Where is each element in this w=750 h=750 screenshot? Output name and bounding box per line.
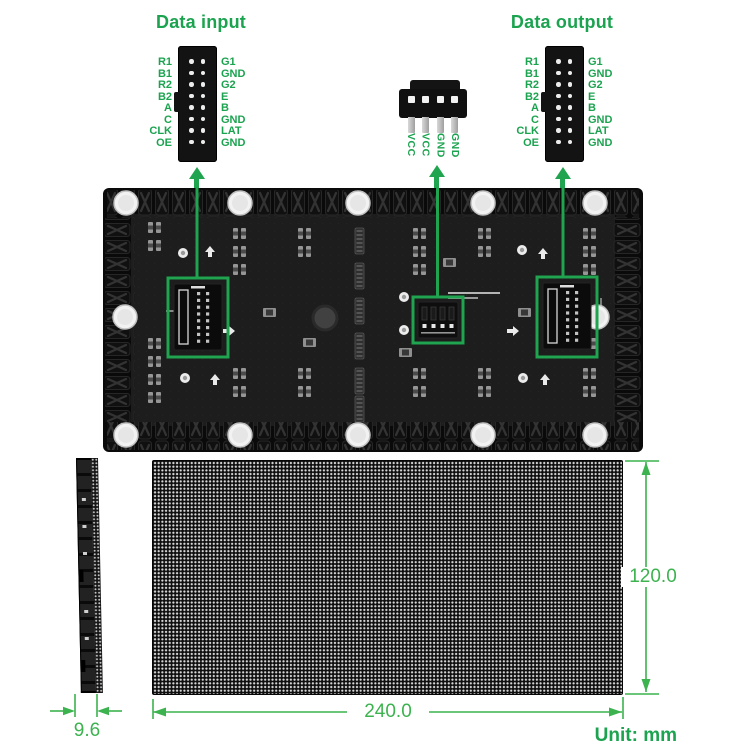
- pin-label: LAT: [588, 125, 609, 138]
- magnet-hole: [311, 304, 339, 332]
- power-back-connector: [417, 301, 459, 339]
- pin-label: B2: [157, 90, 172, 103]
- pin-label: G1: [221, 56, 236, 68]
- pin-label: R2: [524, 79, 539, 92]
- data-output-right-pin-labels: G1 GND G2 E B GND LAT GND: [588, 57, 642, 149]
- power-pointer-arrow-icon: [429, 165, 445, 177]
- thickness-dimension-label: 9.6: [60, 721, 114, 741]
- power-pin-labels: VCC VCC GND GND: [399, 133, 467, 179]
- data-output-left-pin-labels: R1 B1 R2 B2 A C CLK OE: [485, 57, 539, 149]
- pin-label: E: [221, 90, 229, 103]
- pin-label: GND: [221, 113, 246, 126]
- pin-label: OE: [523, 136, 539, 149]
- connector-key-notch: [174, 92, 179, 112]
- pin-label: E: [588, 90, 596, 103]
- pin-label: G1: [588, 56, 603, 68]
- power-pointer-stem: [433, 177, 439, 189]
- data-input-connector-icon: [174, 46, 217, 162]
- unit-label: Unit: mm: [594, 725, 677, 746]
- pin-label: OE: [156, 136, 172, 149]
- connector-key-notch: [541, 92, 546, 112]
- pin-dots: [556, 59, 572, 144]
- height-dimension-label: 120.0: [621, 567, 685, 587]
- pin-label: A: [164, 102, 172, 115]
- output-pointer-arrow-icon: [555, 167, 571, 179]
- power-connector-icon: [399, 89, 467, 118]
- width-dimension-label: 240.0: [347, 702, 429, 722]
- input-pointer-stem: [193, 178, 199, 190]
- pin-label: B2: [524, 90, 539, 103]
- led-matrix-front-view: [152, 460, 623, 695]
- pin-dots: [189, 59, 205, 144]
- hub75-output-connector: [542, 282, 592, 350]
- data-output-connector-icon: [541, 46, 584, 162]
- pin-label: CLK: [149, 125, 172, 138]
- pin-label: VCC: [405, 133, 417, 157]
- data-output-title: Data output: [510, 12, 614, 32]
- pin-label: CLK: [516, 125, 539, 138]
- pin-label: LAT: [221, 125, 242, 138]
- pin-label: VCC: [419, 133, 432, 157]
- pin-label: GND: [588, 67, 613, 80]
- pin-label: R1: [157, 56, 172, 68]
- power-connector-tab: [410, 80, 460, 90]
- pin-label: B: [221, 102, 229, 115]
- pin-label: G2: [588, 79, 603, 92]
- callout-highlights: [166, 188, 599, 359]
- pin-label: B: [588, 102, 596, 115]
- panel-side-view: [76, 458, 103, 693]
- data-input-title: Data input: [156, 12, 246, 32]
- pin-label: GND: [221, 67, 246, 80]
- pin-label: A: [531, 102, 539, 115]
- pin-label: C: [531, 113, 539, 126]
- pin-label: B1: [524, 67, 539, 80]
- data-input-left-pin-labels: R1 B1 R2 B2 A C CLK OE: [118, 57, 172, 149]
- input-pointer-arrow-icon: [189, 167, 205, 179]
- output-pointer-stem: [559, 178, 565, 190]
- pin-label: GND: [588, 136, 613, 149]
- pin-label: GND: [448, 133, 461, 158]
- pin-label: GND: [434, 133, 447, 158]
- pin-label: C: [164, 113, 172, 126]
- pin-label: R2: [157, 79, 172, 92]
- pin-label: R1: [524, 56, 539, 68]
- hub75-input-connector: [173, 283, 223, 351]
- pin-label: B1: [157, 67, 172, 80]
- pin-label: G2: [221, 79, 236, 92]
- data-input-right-pin-labels: G1 GND G2 E B GND LAT GND: [221, 57, 275, 149]
- pin-label: GND: [221, 136, 246, 149]
- power-connector-legs: [399, 117, 467, 133]
- pcb-back-view: [103, 188, 643, 452]
- pin-label: GND: [588, 113, 613, 126]
